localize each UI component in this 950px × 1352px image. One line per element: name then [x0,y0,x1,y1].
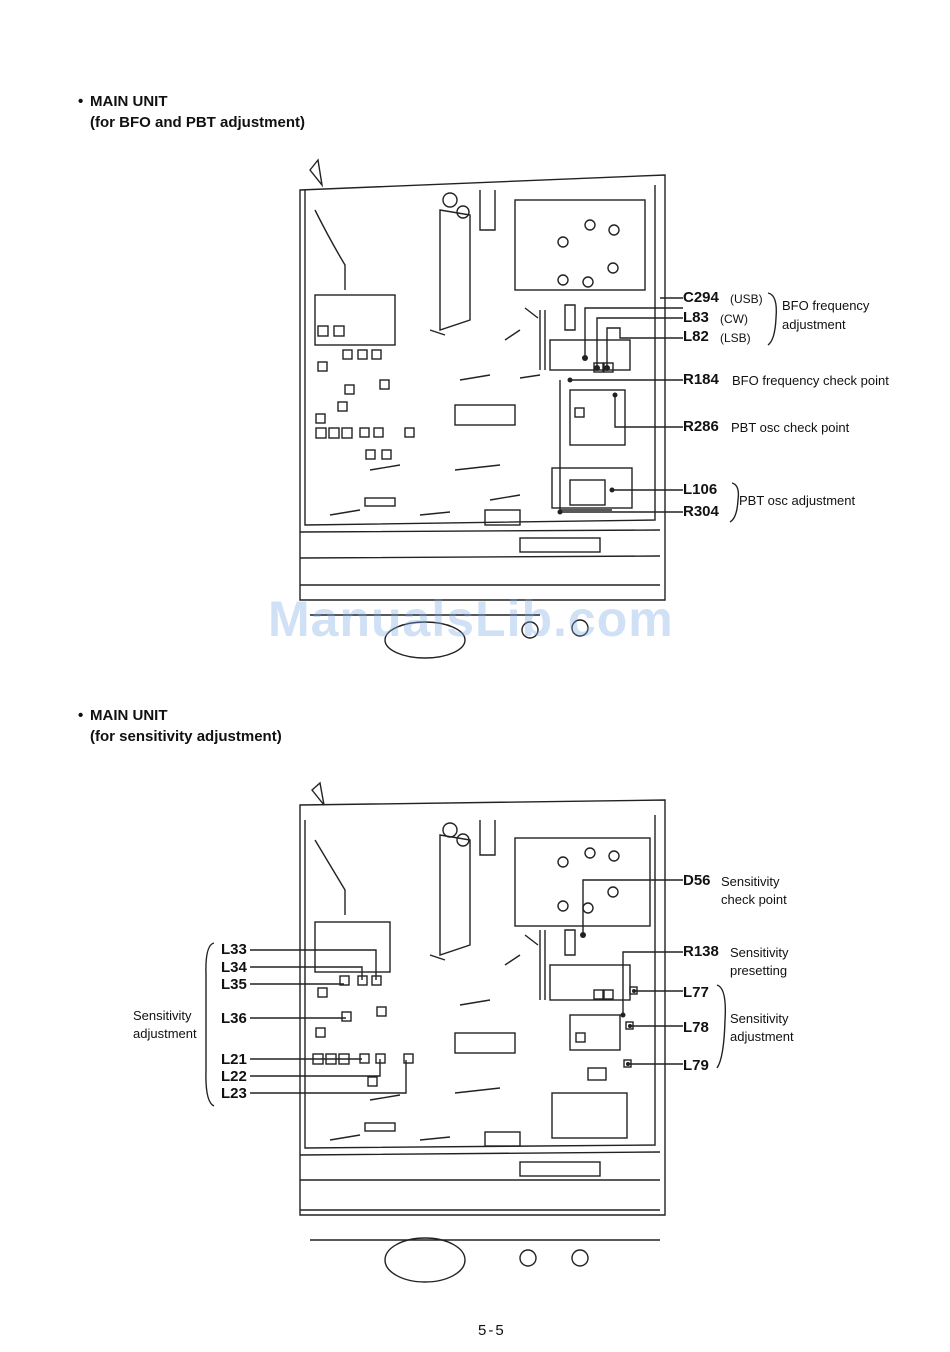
note-lsb: (LSB) [720,331,751,345]
note-usb: (USB) [730,292,763,306]
label-l82: L82 [683,328,709,345]
label-l21: L21 [221,1051,247,1068]
pbt-group-label: PBT osc adjustment [739,493,856,508]
label-l22: L22 [221,1068,247,1085]
label-l36: L36 [221,1010,247,1027]
diagram1-leaders [560,292,778,523]
section2-heading: • MAIN UNIT (for sensitivity adjustment) [78,705,282,747]
left-group-label-line1: Sensitivity [133,1008,192,1023]
label-d56: D56 [683,872,711,889]
note-r138-line1: Sensitivity [730,945,789,960]
page-number: 5-5 [478,1322,506,1339]
bullet-icon: • [78,93,84,110]
bullet-icon: • [78,707,84,724]
label-r286: R286 [683,418,719,435]
label-l83: L83 [683,309,709,326]
left-group-label-line2: adjustment [133,1026,197,1041]
label-l106: L106 [683,481,718,498]
label-r184: R184 [683,371,719,388]
label-r304: R304 [683,503,719,520]
note-d56-line2: check point [721,892,787,907]
note-d56-line1: Sensitivity [721,874,780,889]
section1-subtitle: (for BFO and PBT adjustment) [90,114,305,131]
right-group-label-line1: Sensitivity [730,1011,789,1026]
main-unit-board-diagram-1 [299,158,666,659]
section1-title: MAIN UNIT [90,93,168,110]
label-r138: R138 [683,943,719,960]
label-l78: L78 [683,1019,709,1036]
section1-heading: • MAIN UNIT (for BFO and PBT adjustment) [78,91,305,133]
section2-title: MAIN UNIT [90,707,168,724]
label-l77: L77 [683,984,709,1001]
note-r138-line2: presetting [730,963,788,978]
watermark: ManualsLib.com [268,591,674,647]
main-unit-board-diagram-2 [299,781,666,1283]
note-r184: BFO frequency check point [732,373,889,388]
note-r286: PBT osc check point [731,420,850,435]
label-l23: L23 [221,1085,247,1102]
bfo-group-label-line1: BFO frequency [782,298,870,313]
note-cw: (CW) [720,312,748,326]
diagram2-leaders [205,879,727,1107]
label-l35: L35 [221,976,247,993]
bfo-group-label-line2: adjustment [782,317,846,332]
label-l33: L33 [221,941,247,958]
label-c294: C294 [683,289,719,306]
label-l79: L79 [683,1057,709,1074]
label-l34: L34 [221,959,247,976]
section2-subtitle: (for sensitivity adjustment) [90,728,282,745]
right-group-label-line2: adjustment [730,1029,794,1044]
